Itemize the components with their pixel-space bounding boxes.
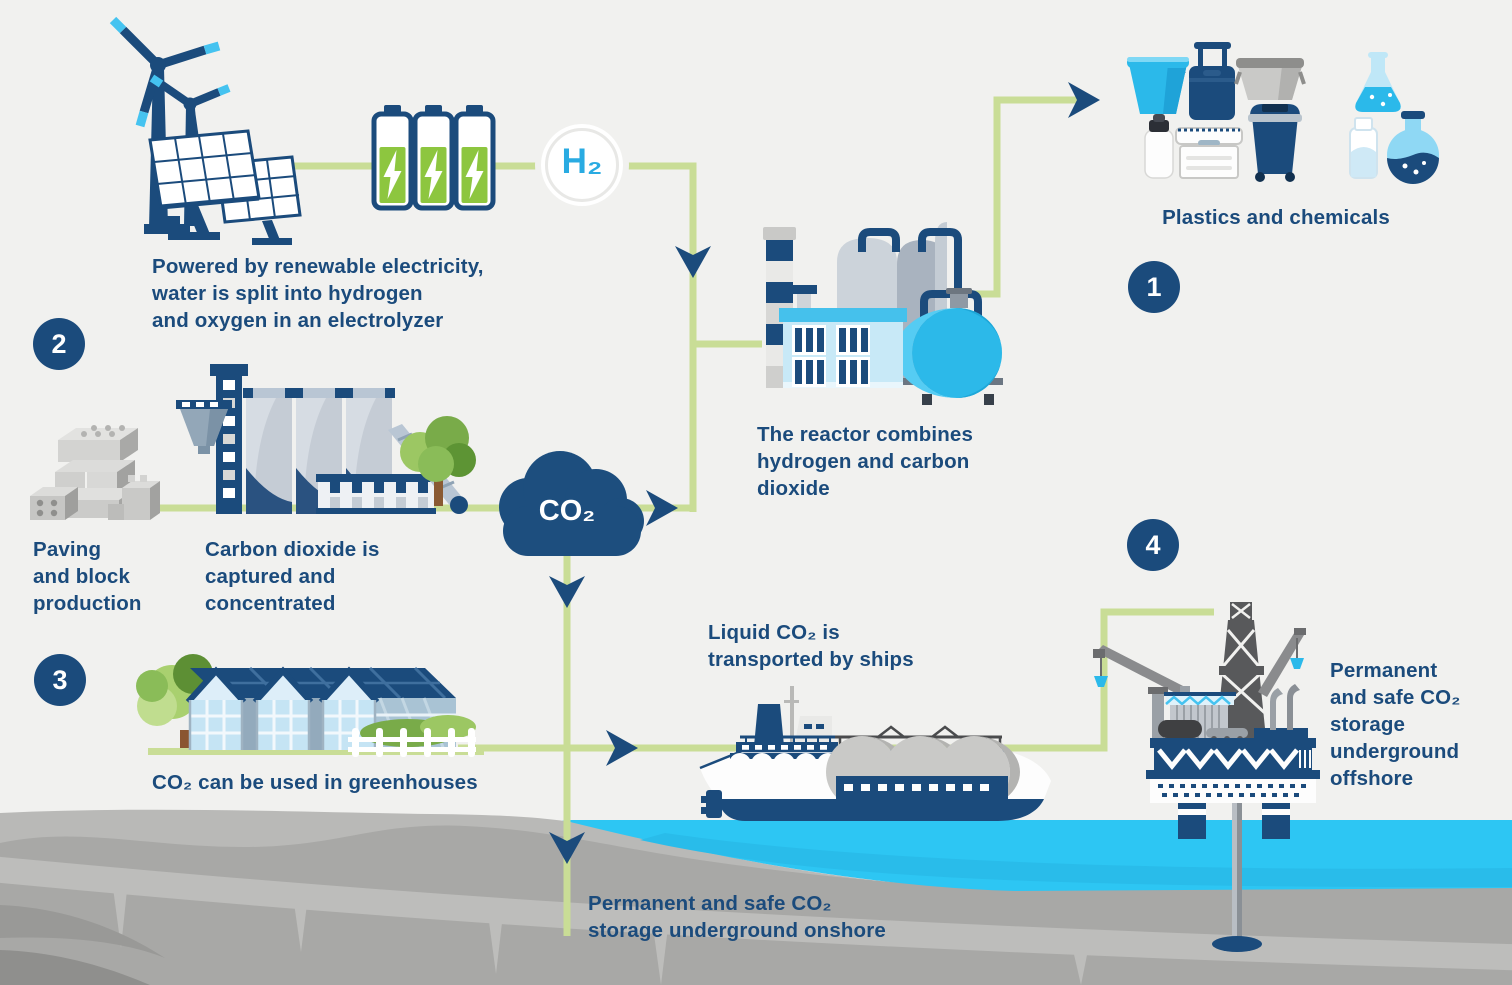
ship-icon — [699, 686, 1051, 821]
tree-icon — [136, 654, 213, 754]
hollow-block-icon — [30, 487, 78, 520]
wheelie-bin-icon — [1248, 104, 1302, 182]
erlenmeyer-flask-icon — [1355, 52, 1401, 112]
step-1-badge: 1 — [1128, 261, 1180, 313]
batteries-icon — [371, 105, 496, 211]
flow-arrow-icon — [1068, 82, 1100, 118]
battery-icon — [412, 105, 455, 211]
label-onshore-storage: Permanent and safe CO₂ storage undergrou… — [588, 892, 886, 943]
flow-arrow-icon — [646, 490, 678, 526]
label-ship-transport: Liquid CO₂ is transported by ships — [708, 621, 914, 672]
tree-icon — [400, 416, 476, 506]
flow-arrow-icon — [549, 832, 585, 864]
lego-block-icon — [108, 475, 160, 520]
label-renewable-electricity: Powered by renewable electricity, water … — [152, 255, 484, 333]
round-flask-icon — [1387, 111, 1439, 184]
battery-icon — [453, 105, 496, 211]
greenhouse-gable — [185, 666, 247, 750]
label-greenhouses: CO₂ can be used in greenhouses — [152, 771, 478, 794]
step-3-badge: 3 — [34, 654, 86, 706]
flow-arrow-icon — [549, 576, 585, 608]
co2-cloud-label: CO₂ — [538, 495, 596, 527]
chemical-bottle-icon — [1349, 117, 1378, 179]
label-paving-block-production: Paving and block production — [33, 538, 142, 616]
co2-cloud-icon — [499, 451, 644, 556]
basket-icon — [1234, 58, 1306, 100]
hydrogen-circle-icon — [535, 118, 629, 212]
label-carbon-capture: Carbon dioxide is captured and concentra… — [205, 538, 380, 616]
hydrogen-node-label: H₂ — [561, 142, 603, 181]
greenhouse-gable — [252, 666, 314, 750]
offshore-platform-icon — [1093, 602, 1320, 952]
cooler-box-icon — [1175, 127, 1243, 179]
step-2-badge: 2 — [33, 318, 85, 370]
flow-lines — [146, 96, 1214, 936]
label-plastics-chemicals: Plastics and chemicals — [1162, 206, 1390, 229]
plastics-and-chemicals-icons — [1127, 42, 1439, 184]
step-4-badge: 4 — [1127, 519, 1179, 571]
reactor-icon — [763, 222, 1003, 405]
cement-plant-icon — [176, 364, 476, 514]
flow-line-electricity-h2 — [282, 162, 697, 512]
fence-icon — [348, 728, 476, 757]
silo-icon — [243, 388, 295, 514]
trolley-bin-icon — [1189, 42, 1235, 120]
injection-well-icon — [1212, 803, 1262, 952]
bucket-icon — [1127, 57, 1189, 114]
label-reactor: The reactor combines hydrogen and carbon… — [757, 423, 974, 501]
flow-arrow-icon — [675, 246, 711, 278]
label-offshore-storage: Permanent and safe CO₂ storage undergrou… — [1330, 659, 1461, 791]
water-bottle-icon — [1144, 114, 1174, 179]
flow-line-reactor-output — [956, 96, 1090, 298]
greenhouse-icon — [136, 654, 484, 757]
flow-arrow-icon — [606, 730, 638, 766]
paving-blocks-icon — [30, 425, 160, 520]
battery-icon — [371, 105, 414, 211]
flow-arrows — [549, 82, 1100, 864]
solar-panels-icon — [148, 129, 302, 245]
